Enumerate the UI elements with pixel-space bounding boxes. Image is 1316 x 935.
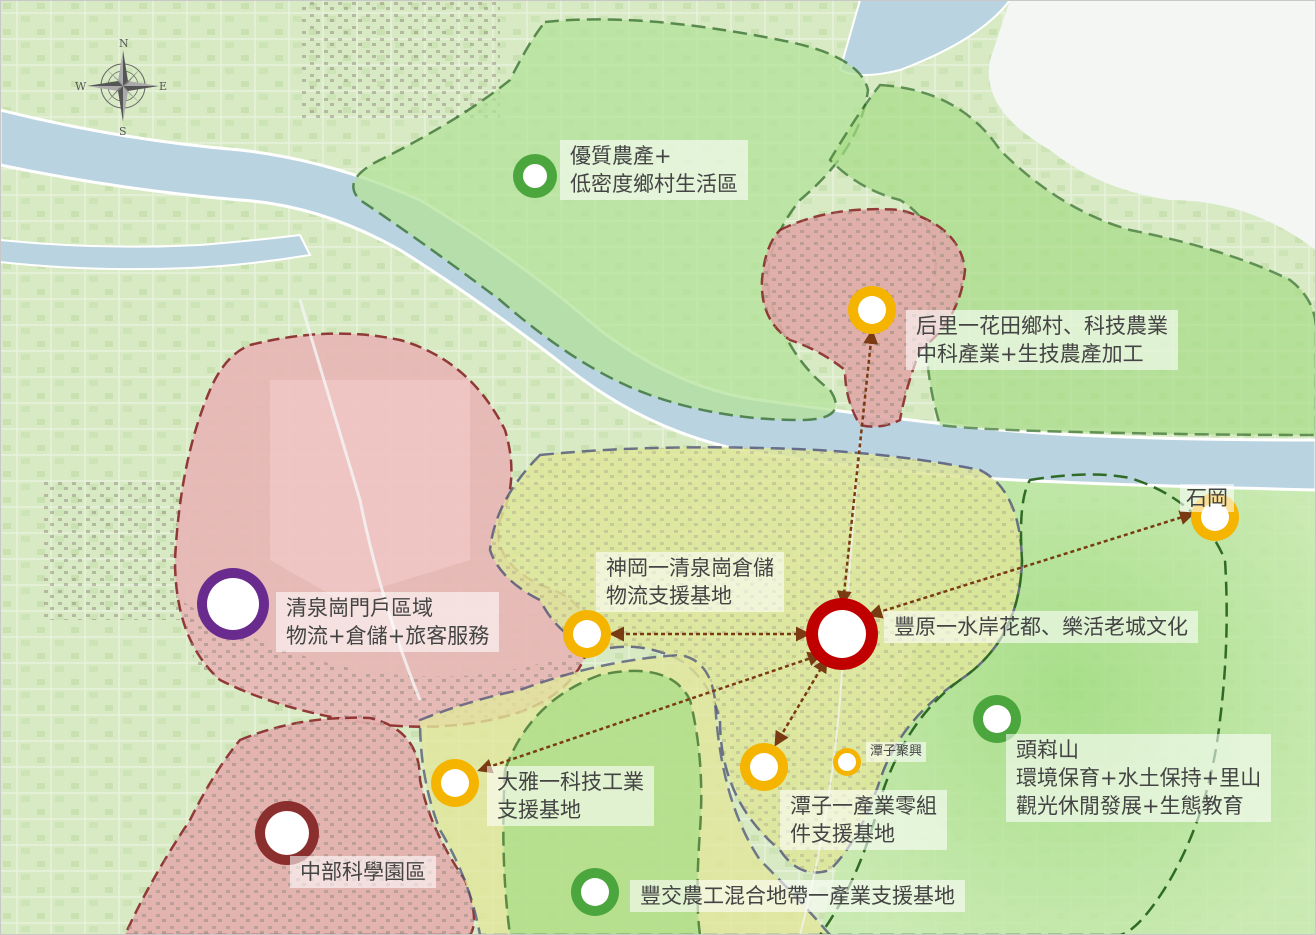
airport-area [270,380,470,600]
label-line: 中部科學園區 [300,860,426,884]
node-daya [431,759,479,807]
label-line: 低密度鄉村生活區 [570,172,738,196]
label-tanzi-xing: 潭子聚興 [866,742,927,762]
compass-rose-icon: N S E W [75,37,167,138]
label-line: 環境保育+水土保持+里山 [1016,766,1262,790]
label-fengyuan: 豐原一水岸花都、樂活老城文化 [884,611,1198,643]
label-line: 神岡一清泉崗倉儲 [606,556,774,580]
label-shengang: 神岡一清泉崗倉儲 物流支援基地 [596,552,784,612]
node-north-farm [513,154,557,198]
outside-area [988,0,1316,250]
label-line: 潭子一產業零組 [790,794,937,818]
west-town [40,480,180,620]
label-line: 豐交農工混合地帶一產業支援基地 [640,884,955,908]
node-toukeshan [973,695,1021,743]
label-line: 豐原一水岸花都、樂活老城文化 [894,615,1188,639]
label-shigang: 石岡 [1180,484,1234,512]
north-town [300,0,500,120]
label-line: 潭子聚興 [870,744,923,759]
compass-e: E [159,80,167,93]
node-fengjiao [571,868,619,916]
label-science-park: 中部科學園區 [290,856,436,888]
label-line: 后里一花田鄉村、科技農業 [916,314,1168,338]
label-toukeshan: 頭嵙山 環境保育+水土保持+里山 觀光休閒發展+生態教育 [1006,734,1272,822]
node-tanzi-xing [833,748,861,776]
label-line: 件支援基地 [790,822,895,846]
label-houli: 后里一花田鄉村、科技農業 中科產業+生技農產加工 [906,310,1178,370]
label-line: 優質農產+ [570,144,672,168]
arrow-fengyuan-shigang [867,510,1195,619]
label-daya: 大雅一科技工業 支援基地 [487,766,654,826]
label-line: 中科產業+生技農產加工 [916,342,1144,366]
label-fengjiao: 豐交農工混合地帶一產業支援基地 [630,880,965,912]
west-river-branch [0,233,312,271]
node-science-park [255,801,319,865]
label-qingquan: 清泉崗門戶區域 物流+倉儲+旅客服務 [276,592,500,652]
label-line: 清泉崗門戶區域 [286,596,433,620]
label-line: 頭嵙山 [1016,738,1079,762]
label-line: 觀光休閒發展+生態教育 [1016,794,1244,818]
node-tanzi [740,743,788,791]
arrow-tanzi-fengyuan [774,657,828,747]
label-tanzi: 潭子一產業零組 件支援基地 [780,790,947,850]
compass-n: N [119,37,129,50]
compass-w: W [75,80,87,93]
label-line: 大雅一科技工業 [497,770,644,794]
arrow-houli-fengyuan [836,329,879,606]
compass-s: S [119,125,127,138]
label-line: 支援基地 [497,798,581,822]
label-line: 物流+倉儲+旅客服務 [286,624,490,648]
label-line: 物流支援基地 [606,584,732,608]
north-farm-zone [352,18,870,422]
node-houli [848,286,896,334]
node-shengang [563,610,611,658]
label-line: 石岡 [1186,486,1228,510]
arrow-daya-fengyuan [477,651,823,774]
label-north-farm: 優質農產+ 低密度鄉村生活區 [560,140,748,200]
node-fengyuan [806,598,878,670]
node-qingquan [197,568,269,640]
